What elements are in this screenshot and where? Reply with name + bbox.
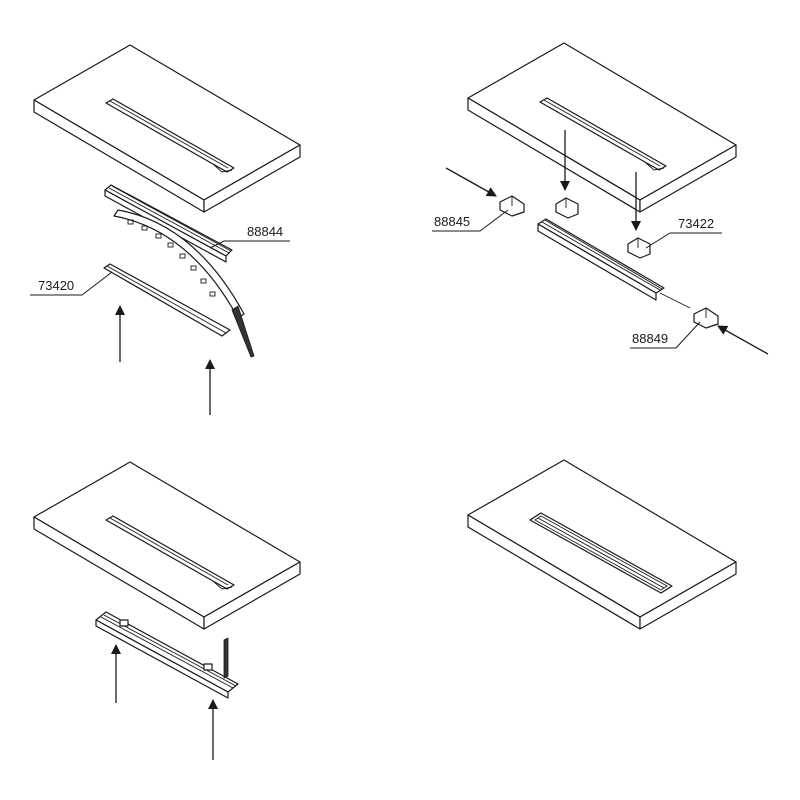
- label-88845: 88845: [432, 209, 509, 232]
- profile-88844: [104, 184, 233, 263]
- ceiling-slot: [105, 515, 235, 590]
- clip-73422-a: [555, 197, 579, 219]
- label-73420: 73420: [30, 271, 113, 296]
- step-1-panel: 88844 73420: [30, 44, 301, 415]
- part-number-73420: 73420: [38, 278, 74, 293]
- ceiling-slot: [105, 98, 235, 173]
- diagonal-arrow: [717, 325, 769, 355]
- step-3-panel: [33, 461, 301, 760]
- ceiling-board: [33, 461, 301, 630]
- ceiling-board: [33, 44, 301, 213]
- clip-73422-b: [627, 237, 651, 259]
- label-73422: 73422: [645, 216, 722, 249]
- step-2-panel: 88845 73422 88849: [432, 42, 769, 355]
- part-number-88845: 88845: [434, 214, 470, 229]
- part-number-88844: 88844: [247, 224, 283, 239]
- diffuser-73420: [103, 263, 231, 337]
- installed-profile: [529, 512, 673, 594]
- led-strip: [113, 209, 255, 358]
- part-number-73422: 73422: [678, 216, 714, 231]
- label-88849: 88849: [630, 321, 701, 349]
- ceiling-slot: [539, 97, 667, 171]
- ceiling-board: [467, 42, 737, 213]
- step-4-panel: [467, 459, 737, 630]
- diagonal-arrow: [445, 167, 497, 197]
- label-88844: 88844: [209, 224, 290, 249]
- part-number-88849: 88849: [632, 331, 668, 346]
- profile-assembled: [537, 218, 691, 309]
- end-cap-88849: [693, 307, 719, 329]
- ceiling-board: [467, 459, 737, 630]
- profile-assembled: [95, 611, 239, 699]
